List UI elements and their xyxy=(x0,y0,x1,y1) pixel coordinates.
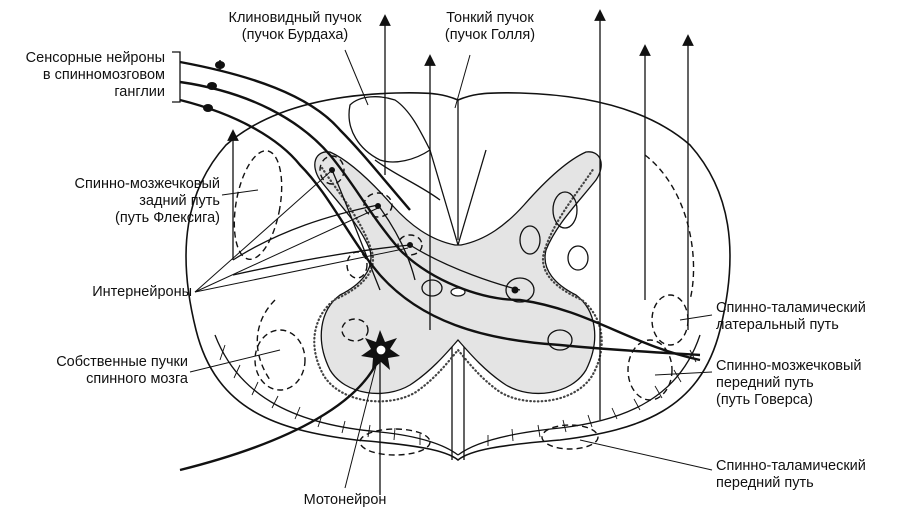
ganglion-cell-icons xyxy=(203,60,225,112)
tract-ventral-left xyxy=(359,428,431,456)
grey-matter-stipple xyxy=(313,166,603,403)
motor-axon xyxy=(179,359,380,472)
ventral-band xyxy=(457,334,701,456)
label-interneurons: Интернейроны xyxy=(92,284,192,300)
motoneuron-icon xyxy=(361,330,400,370)
ventral-hatching xyxy=(219,344,697,446)
leader-lines xyxy=(189,49,713,489)
sensory-fiber-1 xyxy=(179,60,411,211)
tract-lateral-left xyxy=(256,299,276,381)
tract-dorsal-spinocerebellar xyxy=(233,150,283,260)
dorsal-root-entry xyxy=(374,159,441,201)
grey-matter xyxy=(314,151,602,395)
sensory-bracket xyxy=(172,51,181,103)
sensory-fiber-3 xyxy=(179,98,701,357)
tract-proper-fasciculi xyxy=(254,329,306,391)
tract-lateral-right xyxy=(644,154,695,301)
label-cuneate-fasciculus: Клиновидный пучок(пучок Бурдаха) xyxy=(228,10,362,43)
tract-ventral-spinocerebellar xyxy=(627,339,673,401)
tract-anterior-spinothalamic xyxy=(541,424,599,450)
label-gracile-fasciculus: Тонкий пучок(пучок Голля) xyxy=(444,10,536,43)
label-motoneuron: Мотонейрон xyxy=(303,492,387,508)
ventral-band xyxy=(214,334,459,456)
